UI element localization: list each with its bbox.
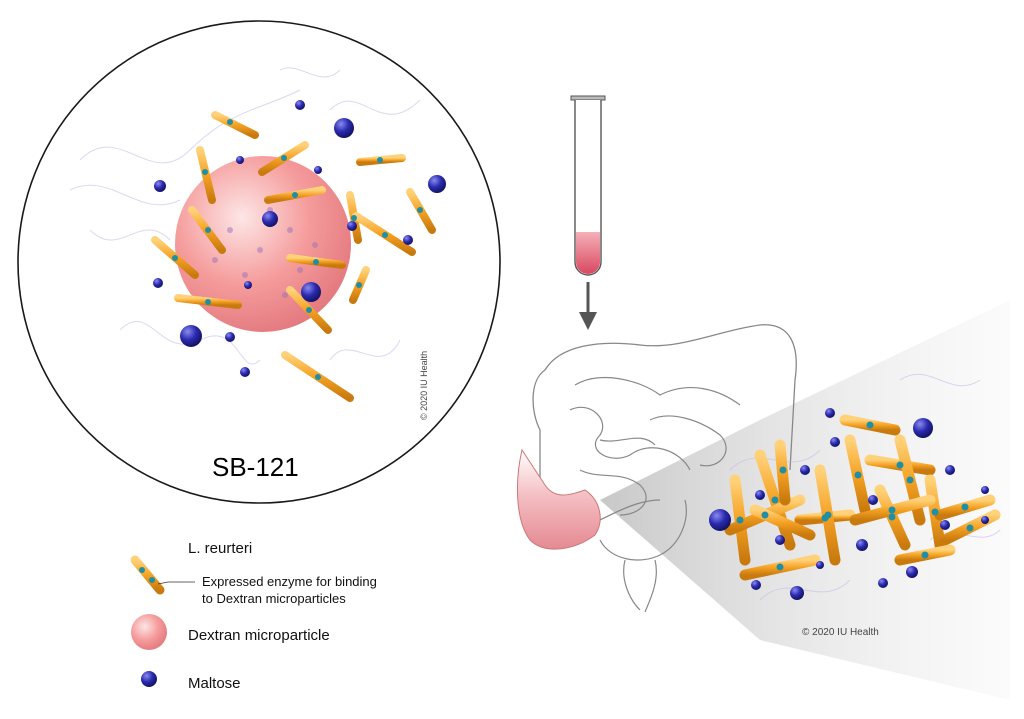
- diagram-title: SB-121: [212, 452, 299, 482]
- copyright-gut: © 2020 IU Health: [802, 627, 879, 638]
- copyright-circle: © 2020 IU Health: [419, 351, 429, 420]
- enzyme-marks-cluster: [736, 421, 974, 571]
- legend-icons: [130, 555, 195, 687]
- maltose-molecules-cluster: [709, 408, 989, 600]
- tube-body: [574, 100, 602, 276]
- legend-enzyme-line2: to Dextran microparticles: [202, 591, 346, 606]
- intestine-lower: [599, 499, 687, 561]
- small-intestine-loops: [569, 377, 741, 516]
- legend-enzyme-line1: Expressed enzyme for binding: [202, 574, 377, 589]
- legend-microparticle-label: Dextran microparticle: [188, 627, 330, 644]
- dextran-microparticle: [175, 156, 351, 332]
- particle-inner-dots: [212, 207, 318, 298]
- biofilm-cluster: [709, 373, 1001, 601]
- legend-maltose-label: Maltose: [188, 675, 241, 692]
- rectum: [623, 559, 657, 613]
- ascending-colon-pink: [516, 448, 601, 550]
- test-tube: [570, 95, 606, 330]
- enzyme-marks-circle: [172, 119, 423, 380]
- legend-maltose-icon: [141, 671, 157, 687]
- legend-microparticle-icon: [131, 614, 167, 650]
- maltose-molecules-circle: [153, 100, 446, 377]
- smoke-wisps-right: [729, 373, 1001, 601]
- arrow-head: [579, 312, 597, 330]
- magnified-view: [17, 20, 501, 504]
- legend-bacteria-label: L. reurteri: [188, 540, 253, 557]
- tube-liquid: [576, 232, 600, 274]
- legend-bacteria-icon: [130, 555, 195, 595]
